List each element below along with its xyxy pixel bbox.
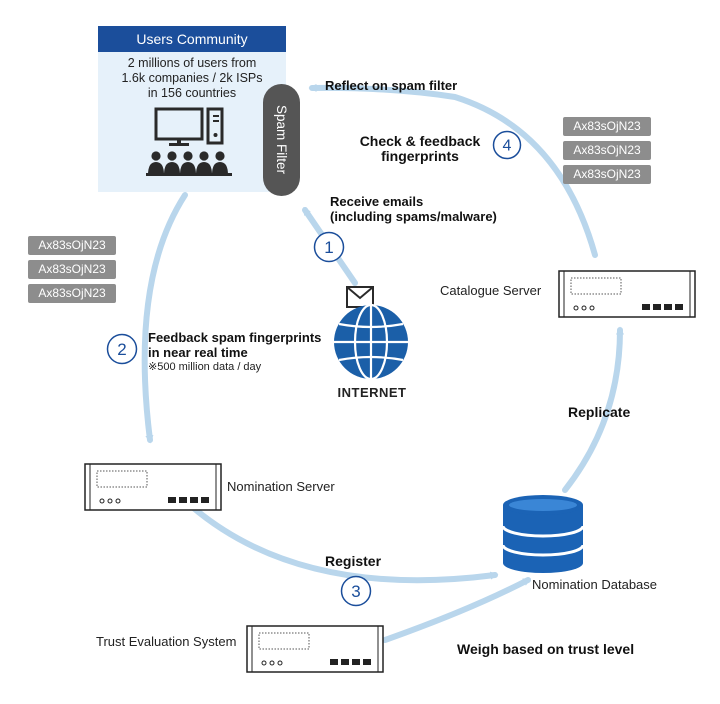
reflect-label: Reflect on spam filter [325,78,458,93]
community-desc-line: 1.6k companies / 2k ISPs [121,71,263,85]
weigh-label: Weigh based on trust level [457,641,635,657]
community-desc-line: 2 millions of users from [127,56,257,70]
arrow-weigh [382,577,532,643]
step-2-number: 2 [117,340,126,359]
community-title: Users Community [98,26,286,52]
step-2-label-line: Feedback spam fingerprints [148,330,322,345]
internet-label: INTERNET [337,385,407,400]
catalogue-server-label: Catalogue Server [440,283,542,298]
fingerprint-tag: Ax83sOjN23 [563,141,651,160]
catalogue-server-icon [558,270,696,318]
internet-globe-icon [334,286,408,381]
arrow-register [187,502,499,584]
step-4-number: 4 [503,138,512,155]
step-2-label: Feedback spam fingerprints in near real … [148,330,321,360]
database-icon [501,495,585,573]
trust-evaluation-server-icon [246,625,384,673]
arrow-feedback [141,192,188,444]
step-1-circle: 1 [313,231,345,263]
fingerprint-tag: Ax83sOjN23 [28,284,116,303]
fingerprint-tag: Ax83sOjN23 [563,165,651,184]
nomination-server-label: Nomination Server [227,479,335,494]
community-desc-line: in 156 countries [147,86,237,100]
nomination-server-icon [84,463,222,511]
step-3-label: Register [325,553,382,569]
spam-filter: Spam Filter [263,84,300,196]
fingerprint-tag: Ax83sOjN23 [28,236,116,255]
community-description: 2 millions of users from 1.6k companies … [98,56,286,101]
step-2-circle: 2 [106,333,138,365]
computer-users-icon [146,107,232,176]
step-1-number: 1 [324,238,333,257]
arrow-replicate [562,326,624,493]
nomination-database-label: Nomination Database [532,577,658,592]
replicate-label: Replicate [568,404,631,420]
step-4-circle: 4 [492,130,522,160]
trust-evaluation-label: Trust Evaluation System [96,634,237,649]
step-1-label-line: Receive emails [330,194,424,209]
step-2-label-line: in near real time [148,345,248,360]
fingerprint-tag: Ax83sOjN23 [28,260,116,279]
spam-filter-label: Spam Filter [274,105,289,175]
fingerprint-tag: Ax83sOjN23 [563,117,651,136]
step-2-note: ※500 million data / day [148,361,262,373]
step-4-label-line: Check & feedback [359,133,481,149]
step-4-label: Check & feedback fingerprints [330,134,510,164]
step-3-number: 3 [351,582,360,601]
arrow-reflect [308,83,598,258]
step-3-circle: 3 [340,575,372,607]
step-4-label-line: fingerprints [381,148,459,164]
step-1-label-line: (including spams/malware) [330,209,497,224]
step-1-label: Receive emails (including spams/malware) [330,194,497,224]
